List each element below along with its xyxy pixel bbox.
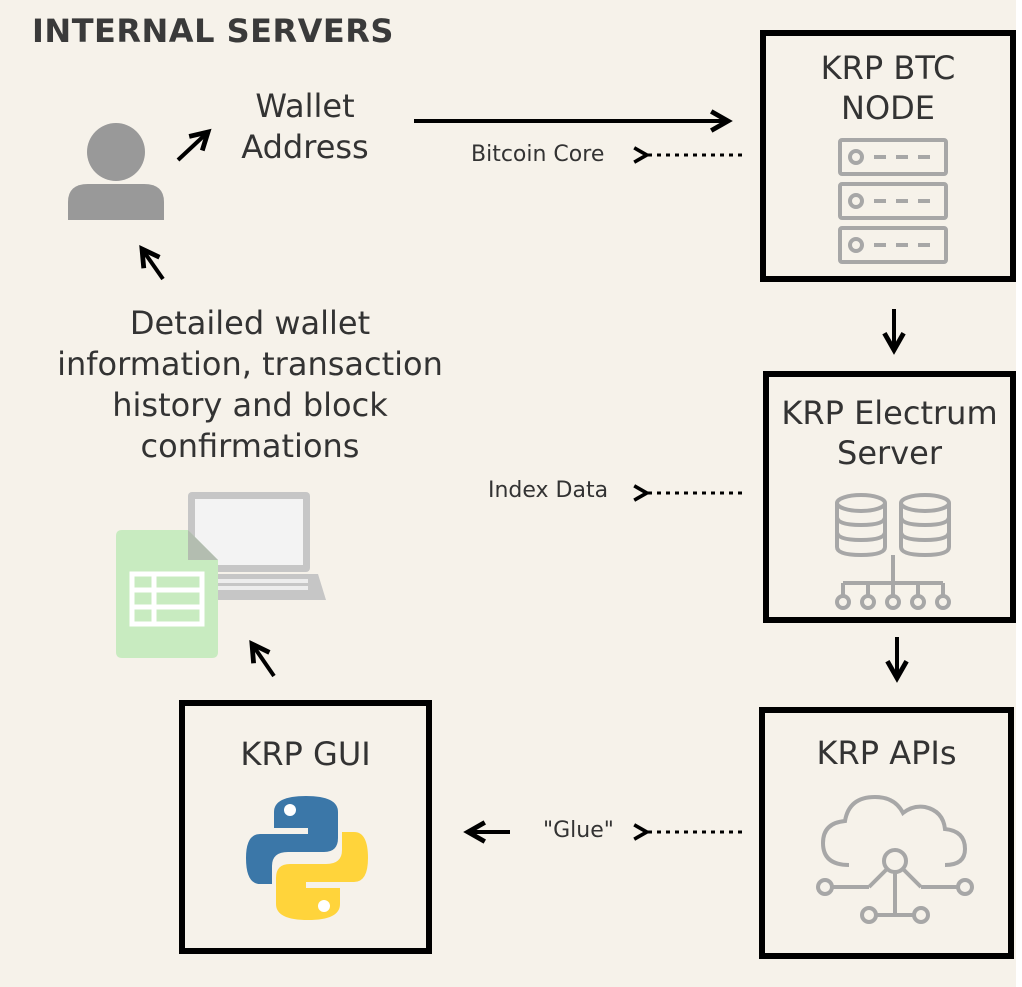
server-rack-icon [838, 138, 948, 264]
gui-title: KRP GUI [240, 735, 371, 773]
detail-line-2: information, transaction [57, 345, 443, 383]
wallet-address-label: Wallet Address [225, 86, 385, 168]
wallet-label-line1: Wallet [255, 87, 355, 125]
node-krp-gui: KRP GUI [179, 700, 432, 954]
spreadsheet-icon [116, 530, 218, 658]
detail-line-4: confirmations [140, 427, 360, 465]
btc-node-title: KRP BTC NODE [766, 48, 1010, 128]
database-network-icon [835, 493, 951, 610]
node-krp-electrum-server: KRP Electrum Server [763, 371, 1016, 623]
wallet-label-line2: Address [241, 128, 369, 166]
btc-node-title-line1: KRP BTC [820, 49, 956, 87]
diagram-heading: INTERNAL SERVERS [32, 12, 394, 50]
arrow-detail-to-user [139, 245, 165, 281]
apis-title: KRP APIs [816, 734, 957, 772]
arrow-user-to-wallet [176, 128, 212, 162]
bitcoin-core-label: Bitcoin Core [471, 142, 605, 167]
user-icon [68, 123, 164, 220]
node-krp-btc-node: KRP BTC NODE [760, 30, 1016, 282]
node-krp-apis: KRP APIs [759, 707, 1014, 959]
index-data-label: Index Data [488, 478, 609, 503]
laptop-icon [180, 492, 326, 600]
python-logo-icon [246, 796, 368, 920]
detail-line-3: history and block [112, 386, 388, 424]
electrum-title: KRP Electrum Server [769, 393, 1010, 473]
detailed-wallet-info-text: Detailed wallet information, transaction… [40, 303, 460, 467]
btc-node-title-line2: NODE [841, 89, 935, 127]
glue-label: "Glue" [543, 818, 614, 843]
electrum-title-line1: KRP Electrum [781, 394, 998, 432]
electrum-title-line2: Server [837, 434, 942, 472]
cloud-network-icon [816, 794, 974, 924]
detail-line-1: Detailed wallet [129, 304, 371, 342]
arrow-gui-to-output [249, 640, 276, 678]
